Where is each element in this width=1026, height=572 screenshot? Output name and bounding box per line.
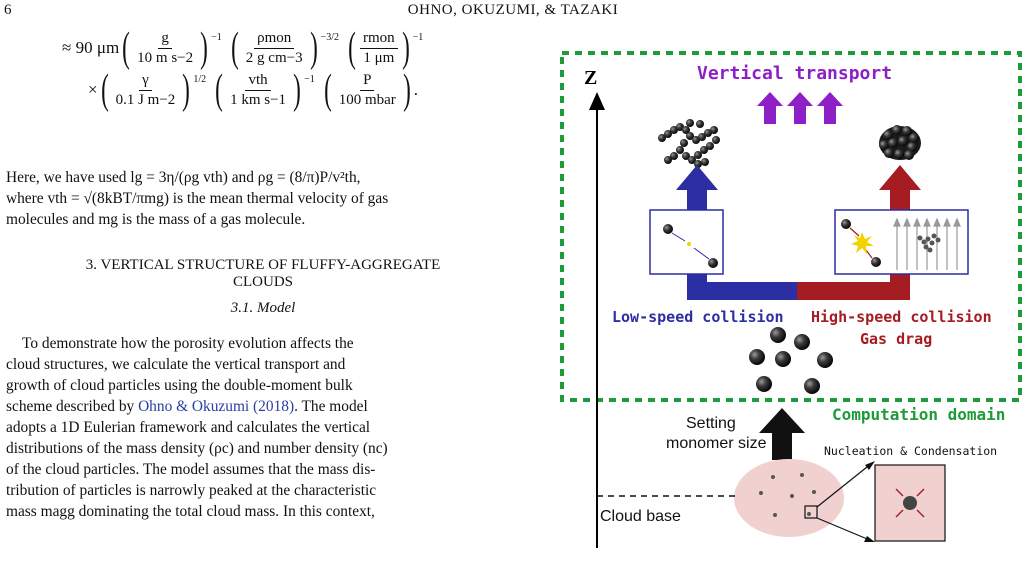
- nucleation-label: Nucleation & Condensation: [824, 444, 997, 458]
- eq2-suffix: .: [413, 80, 419, 99]
- eq2-f1-den: 0.1 J m−2: [115, 91, 176, 108]
- vertical-transport-arrows: [757, 92, 843, 124]
- paragraph-1: Here, we have used lg = 3η/(ρg vth) and …: [6, 167, 520, 230]
- eq1-f3-den: 1 μm: [363, 49, 395, 66]
- para2-line: growth of cloud particles using the doub…: [6, 377, 353, 394]
- eq2-f2-den: 1 km s−1: [230, 91, 287, 108]
- section-heading: 3. VERTICAL STRUCTURE OF FLUFFY-AGGREGAT…: [6, 257, 520, 291]
- high-speed-collision-label: High-speed collision: [811, 308, 992, 326]
- fluffy-aggregate-icon: [658, 119, 720, 168]
- black-up-arrow: [759, 408, 805, 460]
- compact-aggregate-icon: [879, 125, 921, 160]
- purple-up-arrow: [787, 92, 813, 124]
- para2-line: distributions of the mass density (ρc) a…: [6, 440, 388, 457]
- z-axis-label: Z: [584, 67, 597, 89]
- para2-line: adopts a 1D Eulerian framework and calcu…: [6, 419, 371, 436]
- eq2-f2-exp: −1: [304, 74, 315, 85]
- section-heading-line-2: CLOUDS: [232, 274, 293, 290]
- zoom-line-top: [816, 462, 873, 508]
- eq2-prefix: ×: [88, 80, 98, 99]
- eq1-f2-num: ρmon: [254, 30, 295, 49]
- eq1-f1-num: g: [158, 30, 172, 49]
- subsection-heading: 3.1. Model: [230, 300, 296, 316]
- paragraph-2: To demonstrate how the porosity evolutio…: [6, 333, 520, 522]
- eq1-f3-exp: −1: [412, 32, 424, 43]
- eq1-f1-exp: −1: [211, 32, 222, 43]
- red-horizontal-bar: [797, 282, 910, 300]
- schematic-figure: Z Vertical transport: [560, 51, 1022, 548]
- para1-line: Here, we have used lg = 3η/(ρg vth) and …: [6, 169, 361, 186]
- eq2-f3-num: P: [360, 72, 375, 91]
- computation-domain-box: [560, 51, 1022, 402]
- para2-line: of the cloud particles. The model assume…: [6, 461, 376, 478]
- eq1-f1-den: 10 m s−2: [137, 49, 194, 66]
- para2-line: cloud structures, we calculate the verti…: [6, 356, 346, 373]
- running-head: OHNO, OKUZUMI, & TAZAKI: [407, 2, 619, 18]
- monomer-particles: [749, 327, 833, 394]
- computation-domain-label: Computation domain: [832, 405, 1005, 424]
- low-speed-collision-label: Low-speed collision: [612, 308, 784, 326]
- para2-text: scheme described by: [6, 398, 139, 415]
- zoom-line-bottom: [816, 517, 873, 542]
- cloud-nuclei: [759, 473, 816, 517]
- nucleation-inset: [874, 464, 946, 542]
- eq1-f3-num: rmon: [360, 30, 398, 49]
- vertical-transport-label: Vertical transport: [697, 63, 892, 84]
- eq2-f1-num: γ: [139, 72, 152, 91]
- eq2-f2-num: vth: [245, 72, 271, 91]
- low-speed-inset: [649, 209, 724, 275]
- purple-up-arrow: [757, 92, 783, 124]
- eq1-f2-den: 2 g cm−3: [245, 49, 303, 66]
- eq1-f2-exp: −3/2: [320, 32, 339, 43]
- para1-line: where vth = √(8kBT/πmg) is the mean ther…: [6, 190, 389, 207]
- blue-horizontal-bar: [687, 282, 797, 300]
- para2-line: mass magg dominating the total cloud mas…: [6, 503, 375, 520]
- citation-link[interactable]: Ohno & Okuzumi (2018): [138, 398, 295, 415]
- eq2-f1-exp: 1/2: [193, 74, 207, 85]
- high-speed-inset: [834, 209, 969, 275]
- z-axis-arrowhead: [589, 92, 605, 110]
- para2-line: tribution of particles is narrowly peake…: [6, 482, 377, 499]
- para2-line-with-citation: scheme described by Ohno & Okuzumi (2018…: [6, 396, 520, 417]
- monomer-size-label: monomer size: [666, 435, 767, 452]
- gas-drag-label: Gas drag: [860, 330, 932, 348]
- eq1-prefix: ≈ 90 μm: [62, 38, 120, 57]
- red-arrow-head: [879, 165, 921, 190]
- section-heading-line-1: 3. VERTICAL STRUCTURE OF FLUFFY-AGGREGAT…: [85, 257, 441, 273]
- cloud-base-label: Cloud base: [600, 508, 681, 525]
- blue-arrow-head: [676, 165, 718, 190]
- setting-label: Setting: [686, 415, 736, 432]
- purple-up-arrow: [817, 92, 843, 124]
- para2-text: . The model: [294, 398, 368, 415]
- zoom-box: [804, 505, 818, 519]
- para1-line: molecules and mg is the mass of a gas mo…: [6, 211, 306, 228]
- eq2-f3-den: 100 mbar: [338, 91, 396, 108]
- para2-line: To demonstrate how the porosity evolutio…: [22, 335, 354, 352]
- page-number: 6: [4, 2, 12, 18]
